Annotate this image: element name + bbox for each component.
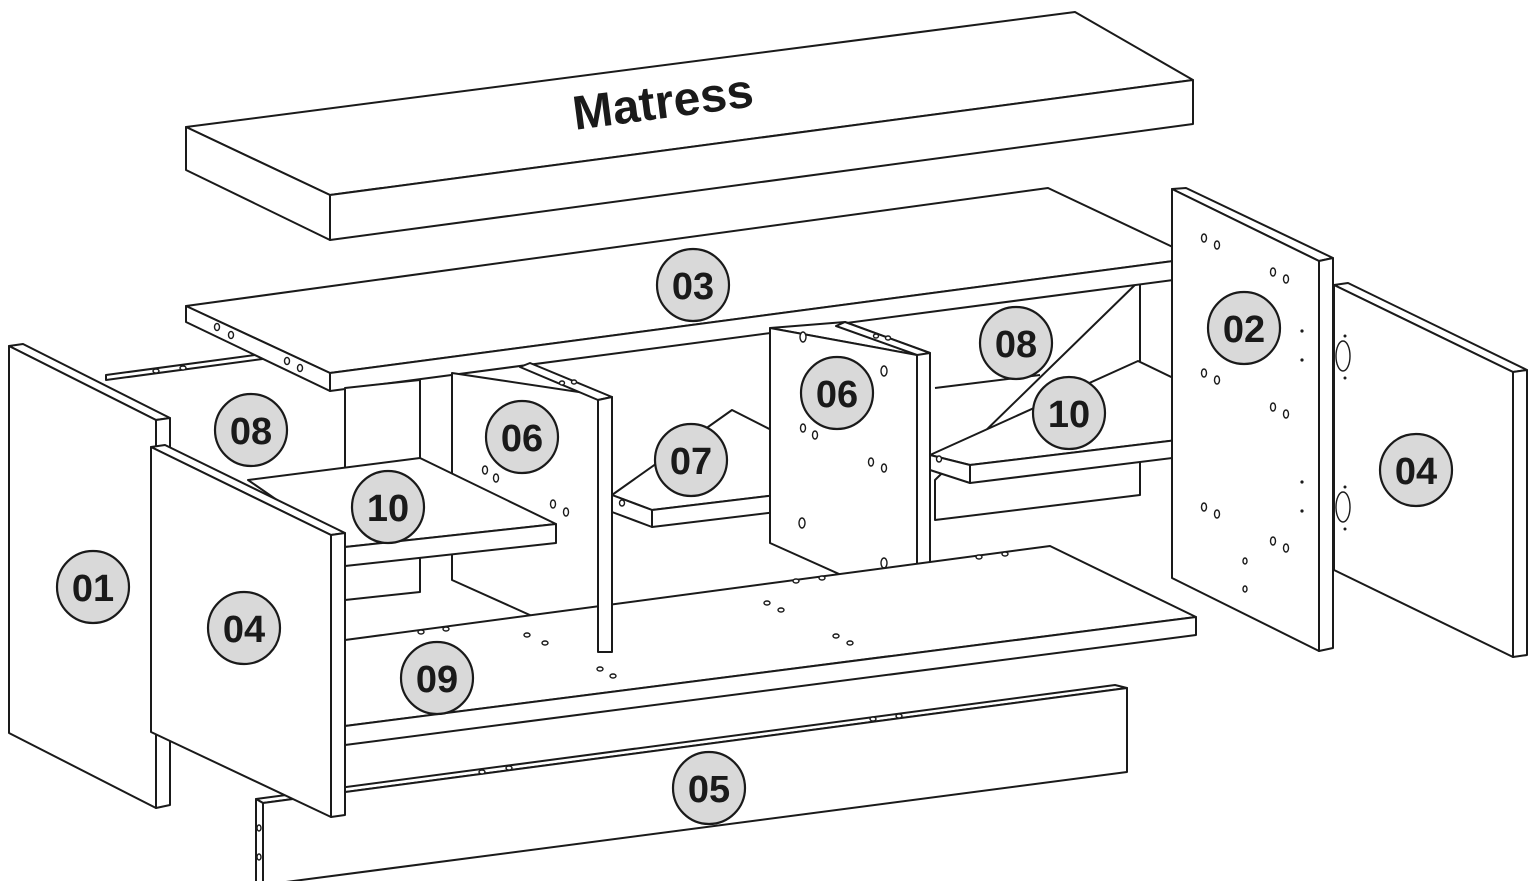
badge-05: 05 — [671, 750, 747, 826]
badge-02-label: 02 — [1223, 309, 1265, 351]
badge-07: 07 — [653, 422, 729, 498]
badge-04-left: 04 — [206, 590, 282, 666]
badge-07-label: 07 — [670, 441, 712, 483]
badge-03-label: 03 — [672, 266, 714, 308]
part-02-right-side — [1171, 187, 1334, 652]
badge-01: 01 — [55, 549, 131, 625]
part-06-left-divider — [152, 365, 613, 653]
mattress: Matress — [185, 11, 1194, 241]
badge-08-right-label: 08 — [995, 324, 1037, 366]
badge-09-label: 09 — [416, 659, 458, 701]
badge-08-right: 08 — [978, 305, 1054, 381]
badge-03: 03 — [655, 247, 731, 323]
badge-06-left: 06 — [484, 399, 560, 475]
badge-04-right: 04 — [1378, 432, 1454, 508]
badge-01-label: 01 — [72, 568, 114, 610]
badge-04-right-label: 04 — [1395, 451, 1437, 493]
badge-02: 02 — [1206, 290, 1282, 366]
part-09-bottom-panel — [344, 545, 1197, 746]
badge-08-left: 08 — [213, 392, 289, 468]
badge-06-left-label: 06 — [501, 418, 543, 460]
badge-06-right-label: 06 — [816, 374, 858, 416]
badge-10-right-label: 10 — [1048, 394, 1090, 436]
badge-08-left-label: 08 — [230, 411, 272, 453]
badge-05-label: 05 — [688, 769, 730, 811]
badge-10-left: 10 — [350, 469, 426, 545]
badge-10-right: 10 — [1031, 375, 1107, 451]
badge-10-left-label: 10 — [367, 488, 409, 530]
badge-09: 09 — [399, 640, 475, 716]
badge-06-right: 06 — [799, 355, 875, 431]
badge-04-left-label: 04 — [223, 609, 265, 651]
